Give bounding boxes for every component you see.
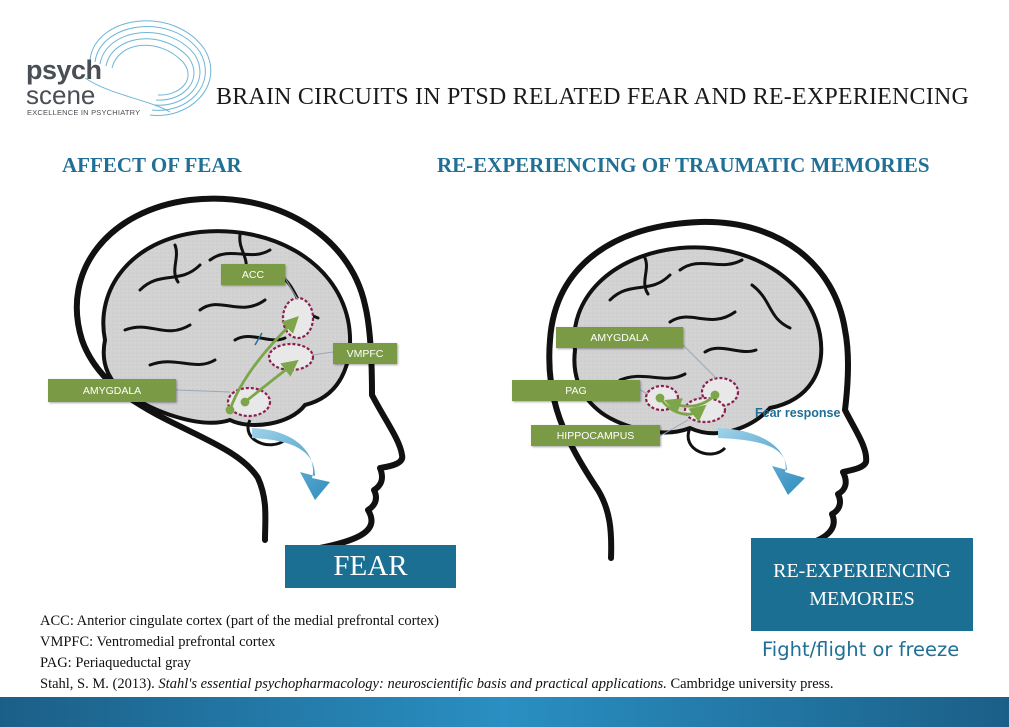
right-head-silhouette-icon: [546, 218, 870, 581]
page-title: BRAIN CIRCUITS IN PTSD RELATED FEAR AND …: [216, 84, 970, 110]
fear-outcome-text: FEAR: [333, 550, 408, 582]
label-acc: ACC: [221, 264, 285, 285]
left-panel-heading: AFFECT OF FEAR: [62, 153, 242, 177]
left-connectors: [175, 277, 334, 393]
right-brain-icon: [572, 245, 824, 456]
logo-scene: scene: [26, 80, 96, 110]
reference-vmpfc: VMPFC: Ventromedial prefrontal cortex: [40, 634, 276, 650]
references: ACC: Anterior cingulate cortex (part of …: [40, 611, 834, 695]
label-pag: PAG: [512, 380, 640, 401]
label-vmpfc: VMPFC: [333, 343, 397, 364]
reference-citation: Stahl, S. M. (2013). Stahl's essential p…: [40, 674, 834, 695]
reference-acc: ACC: Anterior cingulate cortex (part of …: [40, 613, 440, 629]
right-panel-heading: RE-EXPERIENCING OF TRAUMATIC MEMORIES: [437, 153, 930, 177]
left-down-arrow-icon: [252, 428, 330, 500]
citation-title: Stahl's essential psychopharmacology: ne…: [158, 676, 667, 692]
logo-swirl-icon: [84, 20, 212, 116]
reexperiencing-line1: RE-EXPERIENCING: [773, 559, 951, 582]
right-down-arrow-icon: [718, 428, 805, 495]
fight-flight-freeze-text: Fight/flight or freeze: [762, 638, 960, 661]
citation-author: Stahl, S. M. (2013).: [40, 676, 159, 692]
label-amygdala-left: AMYGDALA: [48, 379, 176, 402]
left-acc-region: [281, 296, 315, 340]
fear-outcome-box: FEAR: [285, 545, 456, 588]
right-connectors: [639, 344, 717, 437]
label-hippocampus: HIPPOCAMPUS: [531, 425, 660, 446]
reexperiencing-line2: MEMORIES: [809, 587, 915, 610]
label-amygdala-right: AMYGDALA: [556, 327, 683, 348]
logo-tagline: EXCELLENCE IN PSYCHIATRY: [27, 108, 141, 117]
right-pathways: [655, 390, 720, 422]
reference-pag: PAG: Periaqueductal gray: [40, 655, 191, 671]
citation-publisher: Cambridge university press.: [666, 676, 834, 692]
logo-psych: psych: [26, 55, 102, 85]
footer-bar: [0, 697, 1009, 727]
left-pathways: [225, 316, 299, 415]
reexperiencing-outcome-box: RE-EXPERIENCING MEMORIES: [751, 538, 973, 631]
fear-response-label: Fear response: [755, 406, 841, 420]
